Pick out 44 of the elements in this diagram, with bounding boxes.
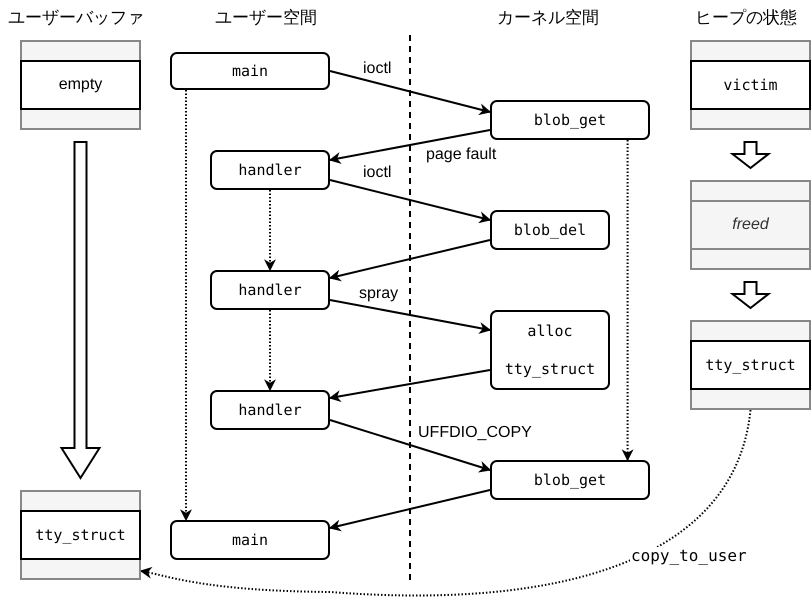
arrow [140,410,752,596]
process-box: main [170,52,330,90]
box-text: alloc [527,322,573,340]
edge-label: page fault [425,146,498,164]
arrow [264,190,276,272]
arrow [330,70,492,116]
memory-slot: freed [690,200,811,250]
column-heading: カーネル空間 [497,7,599,29]
block-arrow [60,141,102,480]
process-box [490,310,610,390]
block-arrow [730,281,772,310]
box-text: tty_struct [504,360,596,378]
memory-slot: tty_struct [20,510,141,560]
memory-cell [20,490,141,580]
memory-cell [20,40,141,130]
memory-slot: tty_struct [690,340,811,390]
edge-label: UFFDIO_COPY [417,424,533,442]
column-heading: ヒープの状態 [695,7,797,29]
process-box: handler [210,150,330,190]
memory-cell [690,320,811,410]
arrow [330,179,492,224]
process-box: handler [210,270,330,310]
memory-slot: empty [20,60,141,110]
process-box: blob_del [490,210,610,250]
arrow [328,129,490,164]
column-heading: ユーザーバッファ [8,7,144,29]
arrow [328,369,490,402]
arrow [622,140,634,462]
arrow [180,90,192,522]
arrow [330,299,492,334]
edge-label: copy_to_user [630,547,748,565]
arrow [328,239,490,282]
arrow [330,419,492,472]
process-box: handler [210,390,330,430]
arrow [328,489,490,532]
block-arrow [730,141,772,170]
memory-cell [690,180,811,270]
memory-slot: victim [690,60,811,110]
memory-cell [690,40,811,130]
column-heading: ユーザー空間 [215,7,317,29]
arrow [264,310,276,392]
process-box: blob_get [490,100,650,140]
process-box: main [170,520,330,560]
process-box: blob_get [490,460,650,500]
